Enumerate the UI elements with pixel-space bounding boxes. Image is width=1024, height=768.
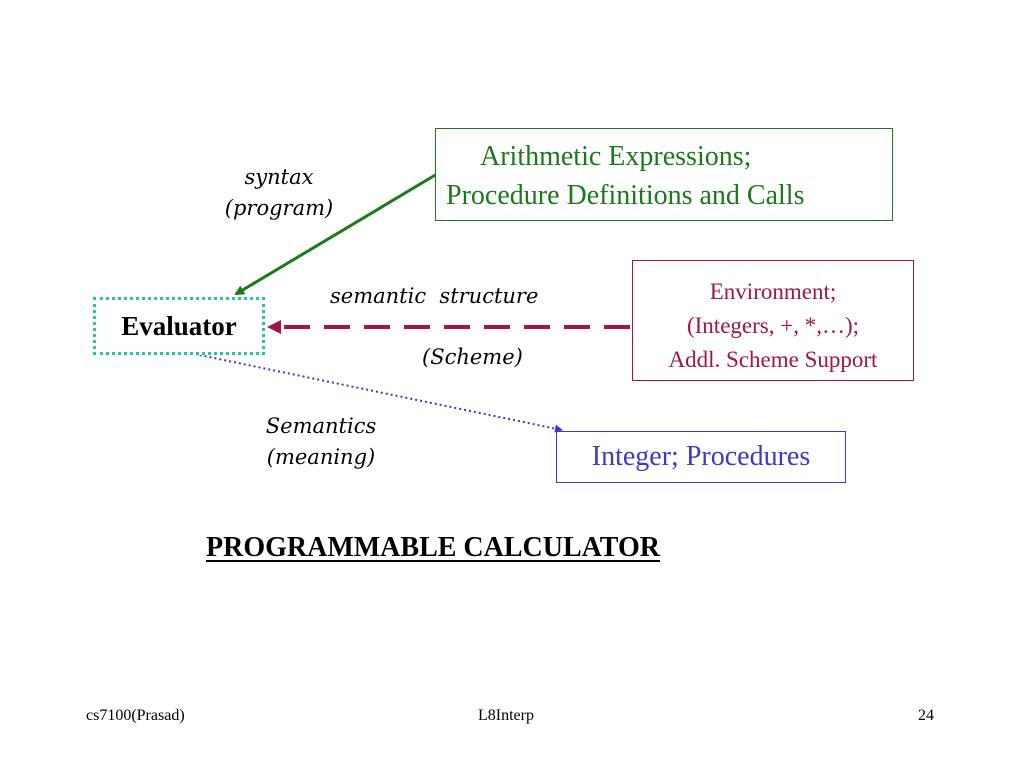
semantics-label-line-1: Semantics (265, 414, 377, 438)
syntax-arrow (234, 172, 438, 296)
scheme-label: (Scheme) (422, 345, 523, 369)
evaluator-box: Evaluator (93, 297, 265, 355)
meaning-box-label: Integer; Procedures (591, 441, 811, 472)
footer-lecture: L8Interp (478, 707, 534, 724)
syntax-box-line-1: Arithmetic Expressions; (480, 141, 752, 172)
syntax-label: syntax (program) (205, 162, 353, 224)
semantic-structure-box: Environment; (Integers, +, *,…); Addl. S… (632, 260, 914, 381)
footer-course: cs7100(Prasad) (86, 707, 185, 724)
syntax-label-line-1: syntax (244, 165, 314, 189)
slide-title: PROGRAMMABLE CALCULATOR (206, 532, 660, 563)
semantic-box-line-2: (Integers, +, *,…); (686, 313, 859, 338)
semantic-box-line-1: Environment; (709, 279, 837, 304)
semantic-structure-label: semantic structure (330, 284, 539, 308)
syntax-box-line-2: Procedure Definitions and Calls (446, 180, 805, 211)
syntax-label-line-2: (program) (224, 196, 334, 220)
evaluator-label: Evaluator (121, 311, 237, 341)
semantics-label: Semantics (meaning) (250, 411, 392, 473)
meaning-box: Integer; Procedures (556, 431, 846, 483)
semantics-arrow (184, 351, 563, 433)
semantic-box-line-3: Addl. Scheme Support (668, 347, 878, 372)
syntax-box: Arithmetic Expressions; Procedure Defini… (435, 128, 893, 221)
footer-page-number: 24 (918, 707, 934, 724)
semantics-label-line-2: (meaning) (266, 445, 376, 469)
